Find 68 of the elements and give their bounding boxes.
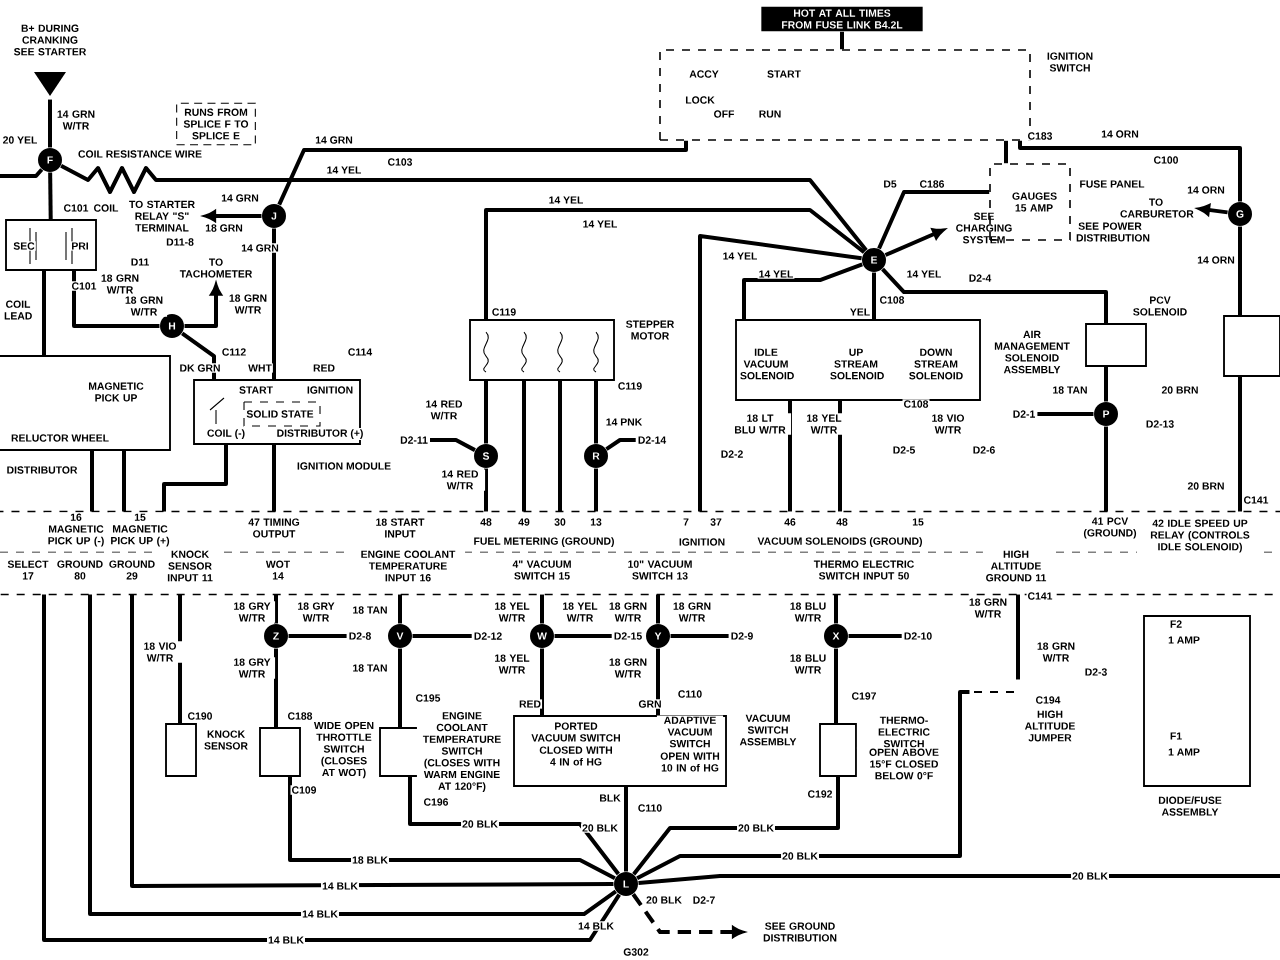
wire (204, 210, 262, 222)
wire (884, 228, 945, 257)
wire (184, 283, 222, 328)
wire (274, 648, 278, 728)
wire (881, 267, 1108, 324)
wire (48, 172, 53, 220)
wire (408, 776, 620, 876)
wire (48, 99, 52, 148)
wire (558, 380, 562, 512)
wire (554, 634, 612, 638)
wire (636, 690, 970, 881)
wire (631, 893, 744, 938)
wire (788, 400, 792, 512)
wire (430, 438, 476, 452)
wire (848, 634, 902, 638)
wire (656, 594, 660, 624)
wire (594, 380, 598, 444)
wire (1037, 412, 1094, 416)
wire (0, 168, 44, 178)
wire (412, 634, 472, 638)
wire (277, 140, 688, 206)
wire (540, 594, 544, 624)
wire (178, 594, 182, 724)
wire (398, 594, 402, 624)
wire (42, 270, 46, 356)
wire (484, 468, 488, 512)
wire (181, 331, 216, 380)
wire (1004, 140, 1008, 164)
wire (742, 262, 863, 320)
wire (624, 786, 628, 872)
wire (840, 31, 844, 50)
wire (540, 648, 544, 716)
wire (88, 594, 617, 916)
wire (484, 208, 866, 320)
wire (522, 380, 526, 512)
wire (42, 594, 621, 942)
wire (72, 270, 160, 328)
wire (605, 438, 636, 451)
wire (1016, 594, 1020, 680)
wire (670, 634, 729, 638)
component-box (1223, 315, 1280, 377)
wire (1238, 226, 1242, 316)
wire (130, 594, 614, 888)
wire (834, 594, 838, 624)
wire (1197, 204, 1228, 216)
wire (872, 272, 876, 320)
wire (162, 444, 228, 512)
wire (1238, 376, 1242, 512)
wire (1104, 426, 1108, 512)
wire (274, 594, 278, 624)
wire (638, 874, 1280, 885)
wire (484, 380, 488, 444)
wire (698, 234, 862, 512)
wire (122, 450, 126, 512)
wire (834, 648, 838, 724)
wire (90, 450, 94, 512)
wire (656, 648, 660, 716)
wire (398, 648, 402, 728)
wire (1104, 366, 1108, 402)
wire (594, 468, 598, 512)
wire (1018, 140, 1242, 202)
wire (272, 444, 276, 512)
wire (272, 228, 276, 380)
wire (288, 776, 616, 880)
wire (288, 634, 347, 638)
wire (632, 776, 840, 876)
wire (877, 190, 990, 250)
wire (60, 164, 868, 252)
